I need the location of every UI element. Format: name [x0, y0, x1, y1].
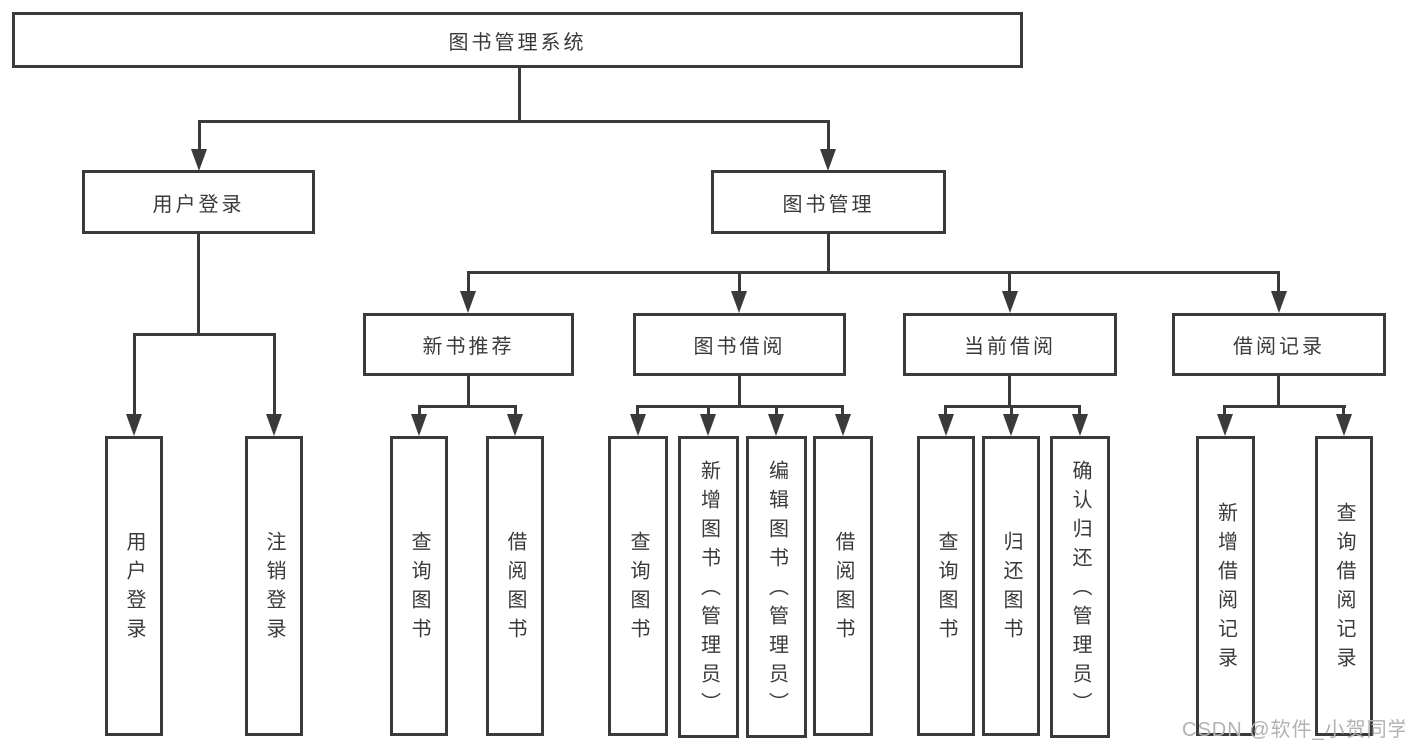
- arrowhead-icon: [700, 414, 716, 436]
- leaf-borrow-query-book: 查询图书: [608, 436, 668, 736]
- arrowhead-icon: [835, 414, 851, 436]
- arrowhead-icon: [938, 414, 954, 436]
- node-borrow-records: 借阅记录: [1172, 313, 1386, 376]
- connector-line: [518, 66, 521, 123]
- connector-line: [707, 405, 710, 419]
- leaf-logout: 注销登录: [245, 436, 303, 736]
- connector-line: [944, 405, 947, 419]
- leaf-borrow-add-book-admin: 新增图书（管理员）: [678, 436, 739, 738]
- connector-line: [1223, 405, 1346, 408]
- connector-line: [827, 120, 830, 154]
- leaf-user-login: 用户登录: [105, 436, 163, 736]
- connector-line: [467, 271, 470, 295]
- connector-line: [418, 405, 421, 419]
- arrowhead-icon: [411, 414, 427, 436]
- leaf-current-return-book: 归还图书: [982, 436, 1040, 736]
- connector-line: [273, 333, 276, 417]
- connector-line: [1223, 405, 1226, 419]
- arrowhead-icon: [1003, 414, 1019, 436]
- arrowhead-icon: [1002, 291, 1018, 313]
- connector-line: [1010, 405, 1013, 419]
- connector-line: [133, 333, 276, 336]
- connector-line: [1342, 405, 1345, 419]
- connector-line: [197, 232, 200, 336]
- arrowhead-icon: [768, 414, 784, 436]
- connector-line: [1277, 374, 1280, 407]
- arrowhead-icon: [1217, 414, 1233, 436]
- leaf-current-query-book: 查询图书: [917, 436, 975, 736]
- leaf-recommend-query-book: 查询图书: [390, 436, 448, 736]
- watermark-text: CSDN @软件_小贺同学: [1182, 719, 1405, 741]
- connector-line: [1008, 374, 1011, 407]
- node-current-borrow: 当前借阅: [903, 313, 1117, 376]
- node-library-system: 图书管理系统: [12, 12, 1023, 68]
- arrowhead-icon: [266, 414, 282, 436]
- arrowhead-icon: [1271, 291, 1287, 313]
- connector-line: [133, 333, 136, 417]
- arrowhead-icon: [820, 149, 836, 171]
- connector-line: [636, 405, 639, 419]
- connector-line: [198, 120, 830, 123]
- connector-line: [418, 405, 516, 408]
- leaf-records-add-record: 新增借阅记录: [1196, 436, 1255, 736]
- connector-line: [738, 374, 741, 407]
- arrowhead-icon: [1336, 414, 1352, 436]
- connector-line: [198, 120, 201, 154]
- leaf-borrow-borrow-book: 借阅图书: [813, 436, 873, 736]
- connector-line: [775, 405, 778, 419]
- arrowhead-icon: [191, 149, 207, 171]
- connector-line: [841, 405, 844, 419]
- node-book-management: 图书管理: [711, 170, 946, 234]
- arrowhead-icon: [460, 291, 476, 313]
- leaf-current-confirm-return-admin: 确认归还（管理员）: [1050, 436, 1110, 738]
- leaf-recommend-borrow-book: 借阅图书: [486, 436, 544, 736]
- arrowhead-icon: [630, 414, 646, 436]
- leaf-borrow-edit-book-admin: 编辑图书（管理员）: [746, 436, 807, 738]
- connector-line: [467, 374, 470, 407]
- connector-line: [1078, 405, 1081, 419]
- connector-line: [636, 405, 844, 408]
- leaf-records-query-record: 查询借阅记录: [1315, 436, 1373, 736]
- connector-line: [1008, 271, 1011, 295]
- arrowhead-icon: [126, 414, 142, 436]
- arrowhead-icon: [731, 291, 747, 313]
- connector-line: [1277, 271, 1280, 295]
- connector-line: [738, 271, 741, 295]
- node-new-book-recommend: 新书推荐: [363, 313, 574, 376]
- arrowhead-icon: [1072, 414, 1088, 436]
- node-book-borrow: 图书借阅: [633, 313, 846, 376]
- arrowhead-icon: [507, 414, 523, 436]
- connector-line: [514, 405, 517, 419]
- connector-line: [827, 232, 830, 274]
- connector-line: [467, 271, 1280, 274]
- node-user-login: 用户登录: [82, 170, 315, 234]
